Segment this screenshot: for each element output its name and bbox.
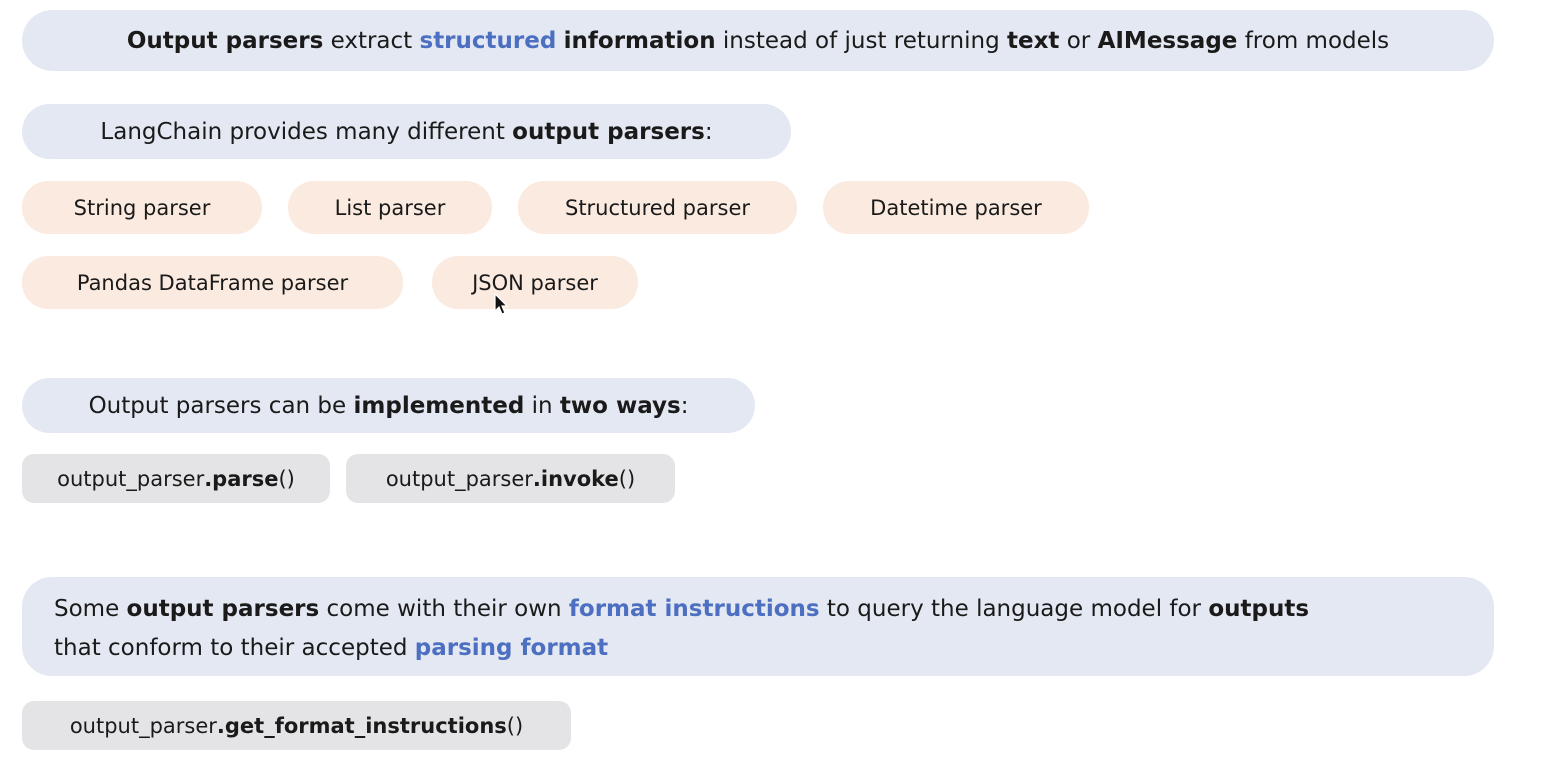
implemented-heading: Output parsers can be implemented in two… <box>22 378 755 433</box>
parser-chip-string: String parser <box>22 181 262 234</box>
format-term-parsing-format: parsing format <box>414 635 609 661</box>
parser-chip-json: JSON parser <box>432 256 638 309</box>
method-invoke: output_parser.invoke() <box>346 454 675 503</box>
parser-chip-label: JSON parser <box>472 270 598 295</box>
parser-chip-label: Structured parser <box>564 195 751 220</box>
intro-term-aimessage: AIMessage <box>1097 27 1238 54</box>
intro-term-text: text <box>1006 27 1060 54</box>
parser-chip-list: List parser <box>288 181 492 234</box>
parser-chip-label: String parser <box>73 195 211 220</box>
intro-text: Output parsers extract structured inform… <box>126 27 1390 54</box>
parser-chip-label: List parser <box>334 195 446 220</box>
method-parse-text: output_parser.parse() <box>57 466 295 491</box>
langchain-heading: LangChain provides many different output… <box>22 104 791 159</box>
intro-banner: Output parsers extract structured inform… <box>22 10 1494 71</box>
method-get-format-instructions-text: output_parser.get_format_instructions() <box>69 713 524 738</box>
format-term-format-instructions: format instructions <box>568 596 820 622</box>
parser-chip-label: Pandas DataFrame parser <box>76 270 349 295</box>
parser-chip-pandas-dataframe: Pandas DataFrame parser <box>22 256 403 309</box>
format-note-text: Some output parsers come with their own … <box>54 596 1310 661</box>
intro-term-output-parsers: Output parsers <box>126 27 324 54</box>
method-get-format-instructions: output_parser.get_format_instructions() <box>22 701 571 750</box>
parser-chip-structured: Structured parser <box>518 181 797 234</box>
langchain-heading-text: LangChain provides many different output… <box>100 118 713 145</box>
method-invoke-text: output_parser.invoke() <box>385 466 636 491</box>
parser-chip-datetime: Datetime parser <box>823 181 1089 234</box>
intro-term-information: information <box>563 27 716 54</box>
method-parse: output_parser.parse() <box>22 454 330 503</box>
intro-term-structured: structured <box>419 27 557 54</box>
mouse-cursor-icon <box>494 293 509 315</box>
format-instructions-note: Some output parsers come with their own … <box>22 577 1494 676</box>
implemented-heading-text: Output parsers can be implemented in two… <box>88 392 689 419</box>
parser-chip-label: Datetime parser <box>870 195 1042 220</box>
